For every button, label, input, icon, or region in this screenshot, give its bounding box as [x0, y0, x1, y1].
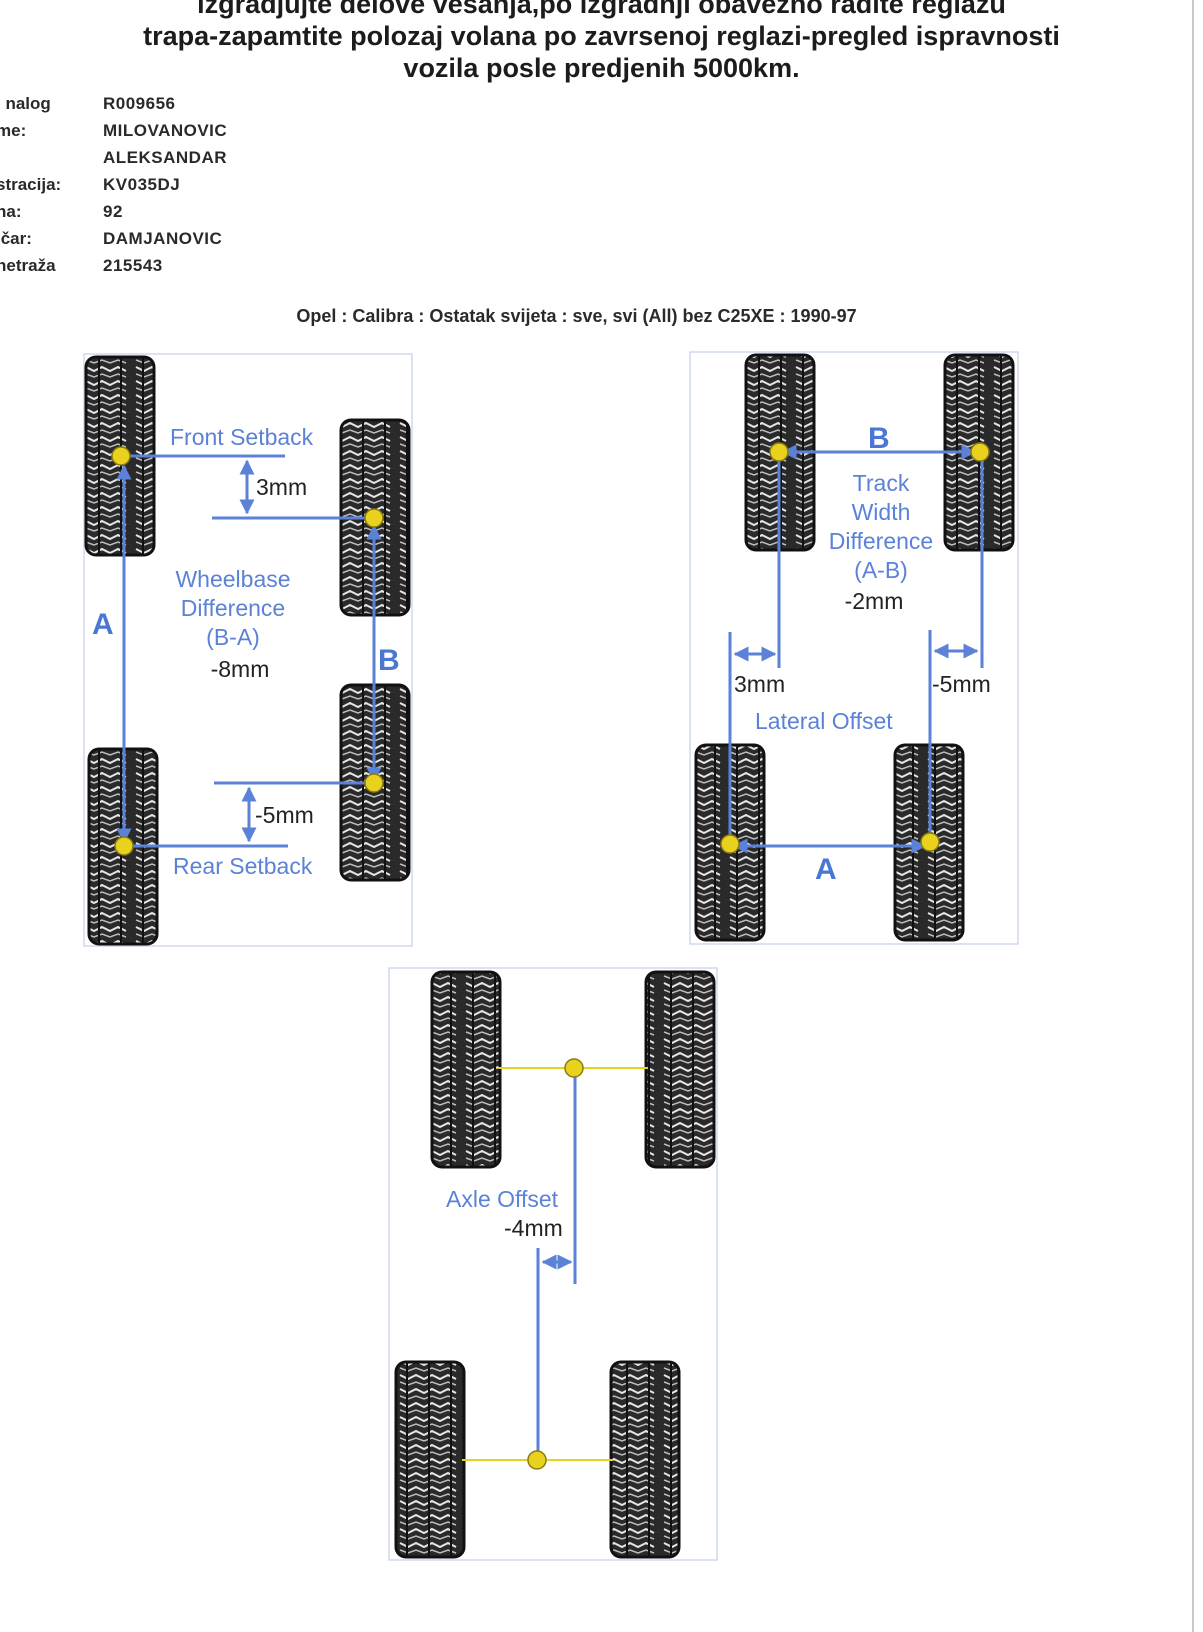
- wheelbase-letter-b: B: [378, 644, 400, 677]
- track-front-left-dot: [769, 442, 789, 462]
- notice-line-2: trapa-zapamtite polozaj volana po zavrse…: [143, 21, 1060, 51]
- front-left-center-dot: [111, 446, 131, 466]
- axle-rear-right-tire: [609, 1360, 681, 1559]
- track-rear-right-dot: [920, 832, 940, 852]
- notice-text: izgradjujte delove vesanja,po izgradnji …: [0, 0, 1203, 84]
- track-label-3: Difference: [829, 528, 933, 554]
- axle-panel-frame: [388, 967, 718, 1561]
- rear-setback-value: -5mm: [255, 802, 314, 828]
- info-value-name: MILOVANOVIC: [103, 121, 228, 140]
- wheelbase-value: -8mm: [211, 656, 270, 682]
- info-value-mileage: 215543: [103, 256, 163, 275]
- rear-right-center-dot: [364, 773, 384, 793]
- track-value: -2mm: [845, 588, 904, 614]
- notice-line-1: izgradjujte delove vesanja,po izgradnji …: [197, 0, 1006, 19]
- page-edge-line: [1192, 0, 1194, 1632]
- track-rear-left-dot: [720, 834, 740, 854]
- vehicle-spec: Opel : Calibra : Ostatak svijeta : sve, …: [0, 306, 1203, 327]
- info-label-mileage: netraža: [0, 256, 56, 275]
- wheelbase-letter-a: A: [92, 608, 114, 641]
- front-setback-label: Front Setback: [170, 424, 314, 450]
- axle-offset-value: -4mm: [504, 1215, 563, 1241]
- info-value-order: R009656: [103, 94, 176, 113]
- rear-left-center-dot: [114, 836, 134, 856]
- axle-front-right-tire: [644, 970, 716, 1169]
- info-label-order: i nalog: [0, 94, 51, 113]
- lateral-offset-label: Lateral Offset: [755, 708, 893, 734]
- info-value-registration: KV035DJ: [103, 175, 181, 194]
- setback-panel: Front Setback 3mm Wheelbase Difference (…: [83, 353, 413, 947]
- track-width-panel: B Track Width Difference (A-B) -2mm 3mm …: [689, 351, 1019, 945]
- track-letter-b: B: [868, 422, 890, 455]
- axle-rear-left-tire: [394, 1360, 466, 1559]
- info-label-registration: stracija:: [0, 175, 62, 194]
- axle-offset-panel: Axle Offset -4mm: [388, 967, 718, 1561]
- front-setback-value: 3mm: [256, 474, 307, 500]
- right-lateral-offset-value: -5mm: [932, 671, 991, 697]
- front-right-center-dot: [364, 508, 384, 528]
- track-panel-frame: [689, 351, 1019, 945]
- track-label-4: (A-B): [854, 557, 908, 583]
- setback-panel-frame: [83, 353, 413, 947]
- info-value-technician: DAMJANOVIC: [103, 229, 223, 248]
- wheelbase-label-3: (B-A): [206, 624, 260, 650]
- wheelbase-label-1: Wheelbase: [175, 566, 290, 592]
- info-label-year: na:: [0, 202, 22, 221]
- info-value-year: 92: [103, 202, 123, 221]
- track-label-1: Track: [853, 470, 910, 496]
- info-value-name-2: ALEKSANDAR: [103, 148, 227, 167]
- vehicle-spec-text: Opel : Calibra : Ostatak svijeta : sve, …: [296, 306, 857, 326]
- info-label-name: me:: [0, 121, 27, 140]
- track-front-right-dot: [970, 442, 990, 462]
- track-label-2: Width: [852, 499, 911, 525]
- rear-axle-center-dot: [527, 1450, 547, 1470]
- axle-offset-label: Axle Offset: [446, 1186, 559, 1212]
- info-label-technician: ičar:: [0, 229, 32, 248]
- wheelbase-label-2: Difference: [181, 595, 285, 621]
- rear-setback-label: Rear Setback: [173, 853, 313, 879]
- left-lateral-offset-value: 3mm: [734, 671, 785, 697]
- axle-front-left-tire: [430, 970, 502, 1169]
- front-axle-center-dot: [564, 1058, 584, 1078]
- track-letter-a: A: [815, 853, 837, 886]
- notice-line-3: vozila posle predjenih 5000km.: [403, 53, 800, 83]
